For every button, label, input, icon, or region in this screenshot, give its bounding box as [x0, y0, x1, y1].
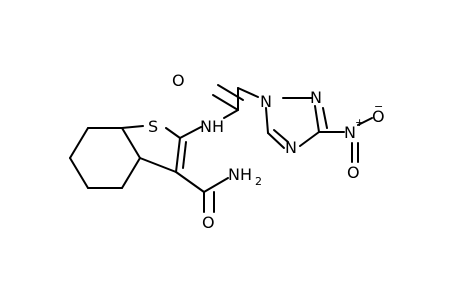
- atom-o-nitro-top: O: [372, 107, 385, 126]
- bond: [314, 105, 320, 133]
- bond: [267, 132, 285, 149]
- bond: [322, 107, 328, 129]
- bond: [175, 137, 181, 173]
- atom-n1: N: [260, 92, 272, 111]
- bond: [121, 125, 144, 129]
- atom-nh2-subscript: 2: [255, 175, 262, 188]
- atom-o-nitro-top-charge: −: [374, 100, 383, 113]
- atom-n-nitro: N: [344, 123, 356, 142]
- bond: [182, 141, 187, 169]
- bond: [299, 131, 320, 147]
- atom-n2: N: [310, 88, 322, 107]
- bond: [165, 127, 181, 139]
- atom-o-carbox: O: [202, 213, 215, 232]
- bond: [69, 127, 89, 159]
- bond: [69, 157, 89, 189]
- bond: [223, 109, 239, 119]
- bond: [237, 87, 259, 98]
- bond: [265, 107, 269, 134]
- atom-o-amide: O: [172, 71, 185, 90]
- bond: [179, 126, 202, 139]
- bond: [357, 117, 373, 126]
- atom-n4: N: [285, 138, 297, 157]
- bond: [121, 127, 141, 159]
- atom-s: S: [148, 117, 158, 136]
- atom-n-nitro-charge: +: [355, 116, 364, 129]
- bond: [212, 94, 239, 111]
- bond: [139, 157, 177, 173]
- bond: [273, 129, 289, 143]
- atom-nh2: NH: [228, 165, 252, 184]
- bond: [121, 157, 141, 189]
- atom-o-nitro-bottom: O: [347, 163, 360, 182]
- bond: [175, 171, 205, 193]
- bond: [203, 177, 229, 193]
- bond: [217, 84, 244, 101]
- atom-nh: NH: [200, 117, 224, 136]
- atom-labels: S NH O N N N N + O − O NH 2 O: [148, 71, 385, 232]
- bond-lines: [69, 84, 373, 213]
